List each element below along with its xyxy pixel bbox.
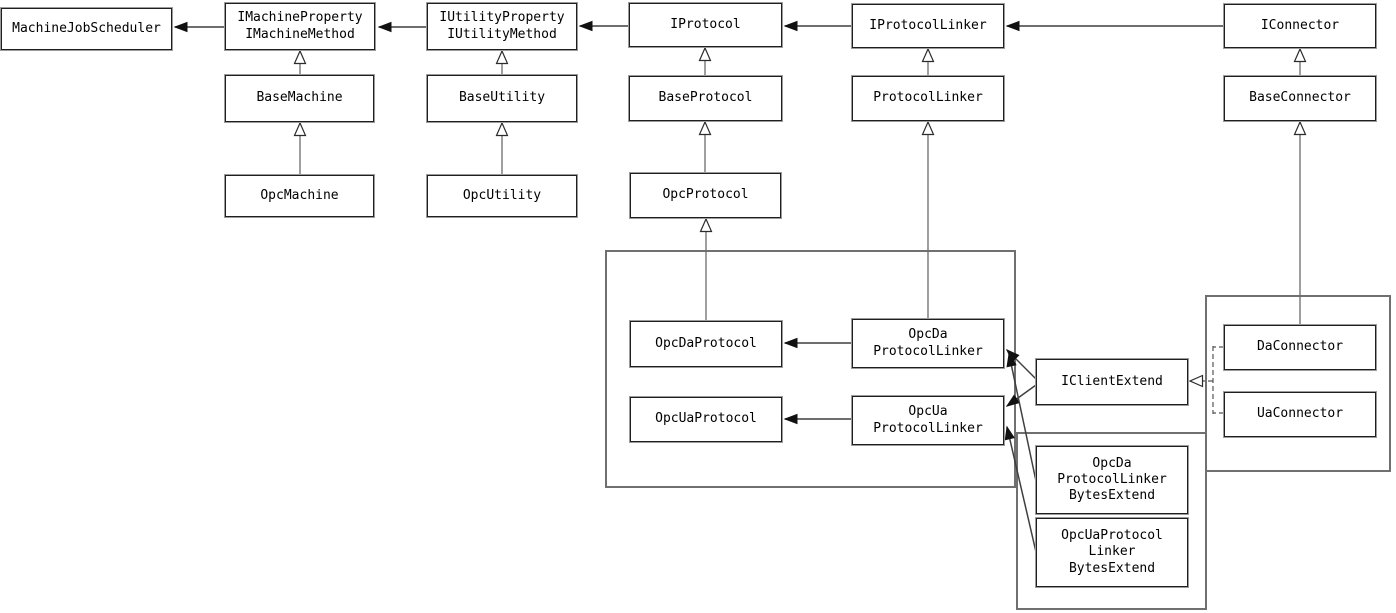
class-node-da-connector[interactable]: DaConnector	[1224, 325, 1376, 370]
class-node-opc-ua-protocol-linker[interactable]: OpcUa ProtocolLinker	[852, 396, 1004, 445]
class-node-opc-ua-protocol[interactable]: OpcUaProtocol	[630, 397, 782, 442]
class-node-iprotocol[interactable]: IProtocol	[629, 3, 782, 47]
class-node-protocol-linker[interactable]: ProtocolLinker	[852, 76, 1004, 121]
class-node-opc-protocol[interactable]: OpcProtocol	[630, 173, 781, 218]
edge-opcdabytesextend-to-opcdalinker	[1006, 352, 1037, 482]
class-node-machine-job-scheduler[interactable]: MachineJobScheduler	[1, 8, 172, 50]
class-node-iconnector[interactable]: IConnector	[1224, 4, 1376, 48]
class-node-base-connector[interactable]: BaseConnector	[1224, 76, 1376, 121]
class-node-opc-da-protocol[interactable]: OpcDaProtocol	[630, 321, 782, 367]
class-node-opc-da-protocol-linker-bytes-extend[interactable]: OpcDa ProtocolLinker BytesExtend	[1036, 446, 1188, 514]
edge-opcuabytesextend-to-opcualinker	[1004, 425, 1037, 553]
class-node-iprotocol-linker[interactable]: IProtocolLinker	[852, 4, 1004, 48]
class-node-base-protocol[interactable]: BaseProtocol	[629, 76, 782, 121]
class-node-base-utility[interactable]: BaseUtility	[427, 75, 577, 122]
class-node-iutility-property-method[interactable]: IUtilityProperty IUtilityMethod	[427, 3, 577, 50]
group-box-opc-protocols	[605, 250, 1016, 488]
class-node-opc-utility[interactable]: OpcUtility	[427, 175, 577, 217]
edge-iclientextend-to-opcualinker	[1005, 384, 1037, 407]
class-node-base-machine[interactable]: BaseMachine	[225, 75, 374, 122]
class-node-ua-connector[interactable]: UaConnector	[1224, 392, 1376, 437]
group-box-connectors	[1205, 295, 1391, 472]
class-node-opc-ua-protocol-linker-bytes-extend[interactable]: OpcUaProtocol Linker BytesExtend	[1036, 518, 1188, 587]
class-node-imachine-property-method[interactable]: IMachineProperty IMachineMethod	[225, 3, 375, 50]
group-box-bytes-extend	[1016, 432, 1207, 610]
class-node-iclient-extend[interactable]: IClientExtend	[1036, 359, 1188, 405]
class-node-opc-machine[interactable]: OpcMachine	[225, 175, 374, 217]
class-node-opc-da-protocol-linker[interactable]: OpcDa ProtocolLinker	[852, 319, 1004, 368]
